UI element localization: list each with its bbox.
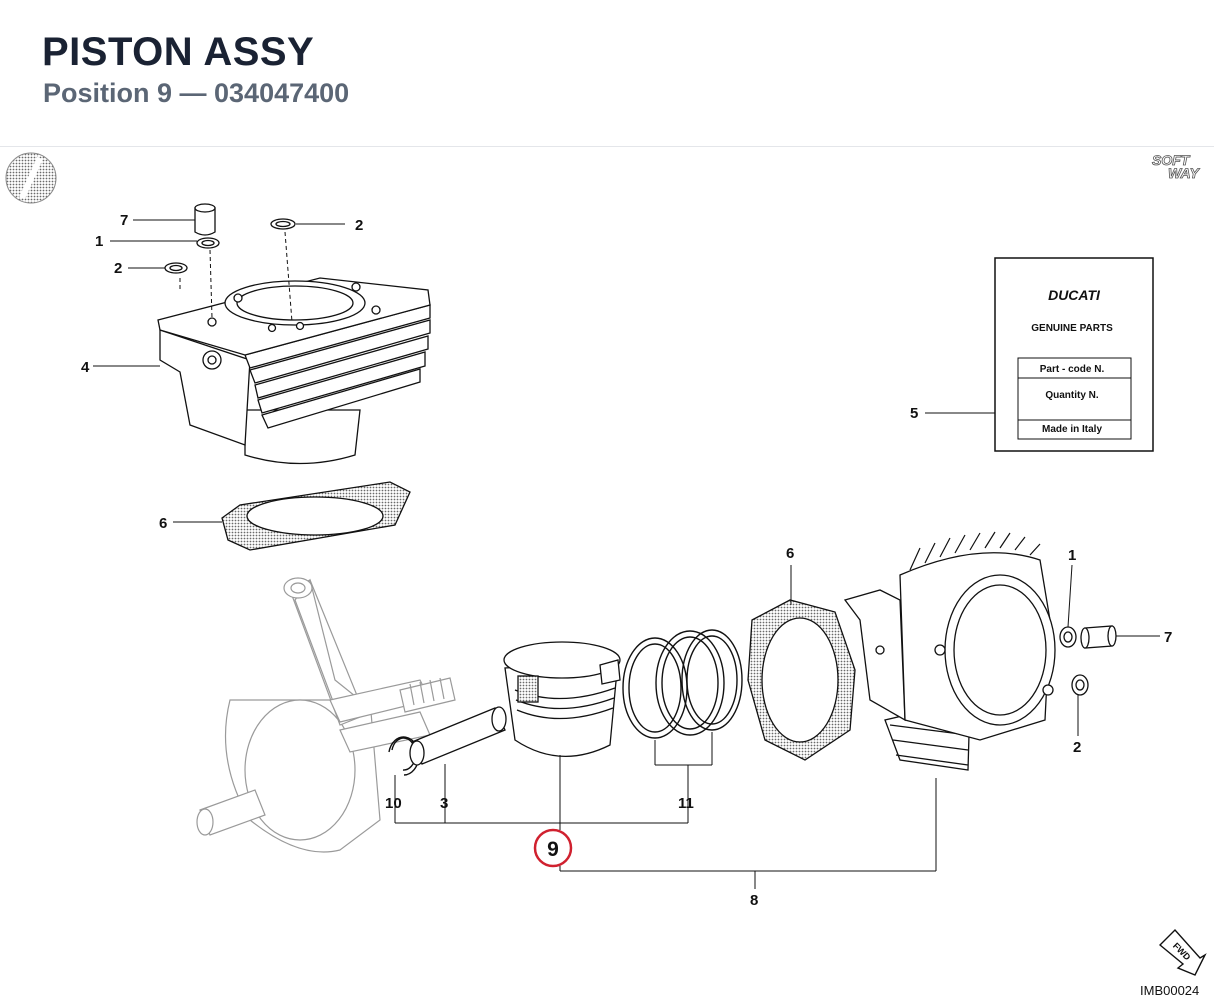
piston-rings [622,629,743,739]
softway-logo: SOFT WAY [1152,152,1201,182]
crankshaft [196,577,456,853]
callout-10: 10 [385,795,402,812]
dowel-sleeve [194,203,216,236]
manual-symbol-icon [5,152,57,204]
piston [503,641,621,758]
cylinder-upper-left [157,231,431,465]
fwd-arrow-icon: FWD [1158,928,1207,976]
tag-quantity: Quantity N. [1045,390,1099,401]
tag-part-code: Part - code N. [1040,364,1105,375]
o-ring-2-left [164,262,188,274]
callout-2-top: 2 [355,217,363,234]
base-gasket-left [221,481,411,551]
callout-9: 9 [547,838,559,861]
callout-2-left: 2 [114,260,122,277]
page-header: PISTON ASSY Position 9 — 034047400 [0,0,1214,147]
callout-5: 5 [910,405,918,422]
callout-3: 3 [440,795,448,812]
callout-1-right: 1 [1068,547,1076,564]
page-subtitle: Position 9 — 034047400 [43,78,350,108]
dowel-sleeve-right [1080,625,1117,649]
genuine-parts-tag: DUCATI GENUINE PARTS Part - code N. Quan… [994,257,1154,452]
highlighted-callout-9[interactable]: 9 [533,828,573,868]
o-ring-2-right [1071,674,1089,696]
base-gasket-right [747,599,856,761]
callout-11: 11 [678,795,694,812]
o-ring-1-right [1059,626,1077,648]
callout-4: 4 [81,359,90,376]
exploded-parts-diagram: SOFT WAY [5,152,1207,998]
callout-7-top: 7 [120,212,128,229]
o-ring-1-top [196,237,220,249]
softway-line2: WAY [1168,165,1201,181]
piston-pin [409,706,507,766]
callout-7-right: 7 [1164,629,1172,646]
callout-6-right: 6 [786,545,794,562]
softway-line1: SOFT [1152,152,1191,168]
o-ring-2-top [270,218,296,230]
highlight-ring [533,828,573,868]
tag-brand: DUCATI [1048,287,1101,303]
callout-6-left: 6 [159,515,167,532]
reference-code: IMB00024 [1140,983,1199,998]
callouts: 7 1 2 2 4 5 6 6 1 7 2 10 3 11 8 [81,212,1172,909]
callout-1-top: 1 [95,233,103,250]
callout-8: 8 [750,892,758,909]
cylinder-lower-right [843,531,1056,771]
tag-genuine: GENUINE PARTS [1031,323,1113,334]
page-title: PISTON ASSY [42,30,315,74]
callout-2-right: 2 [1073,739,1081,756]
tag-made-in: Made in Italy [1042,424,1102,435]
leader-lines [93,219,1160,889]
